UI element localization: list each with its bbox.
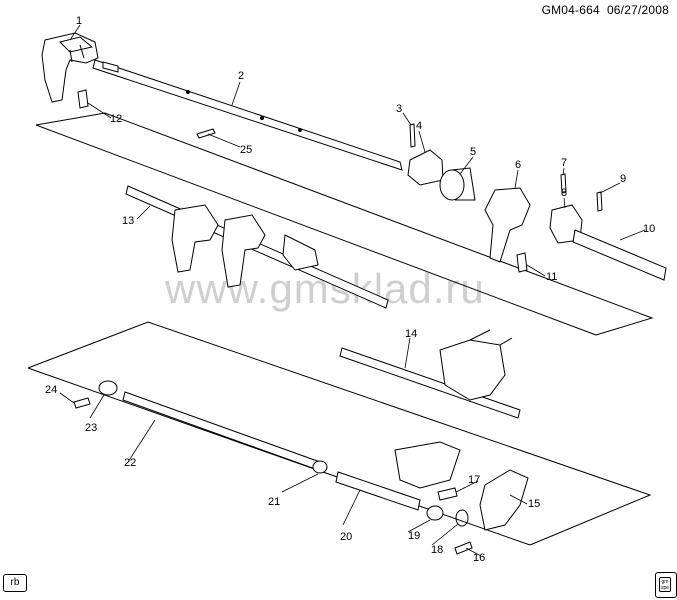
part-4-lug (407, 149, 444, 186)
part-3-pin (409, 123, 416, 148)
leader-lines (59, 24, 646, 557)
part-19-bushing (426, 505, 444, 521)
callout-20: 20 (340, 531, 352, 543)
part-17-block (437, 487, 458, 501)
callout-24: 24 (45, 384, 57, 396)
callout-2: 2 (238, 70, 244, 82)
part-14-shift-shaft (339, 329, 521, 419)
callout-3: 3 (396, 103, 402, 115)
callout-13: 13 (122, 215, 134, 227)
callout-labels: 1 2 3 4 5 6 7 8 9 10 11 12 13 14 15 16 1… (45, 15, 655, 564)
callout-18: 18 (431, 544, 443, 556)
diagram-ref-number: GM04-664 (541, 3, 600, 17)
part-5-interlock (439, 167, 476, 201)
callout-1: 1 (76, 15, 82, 27)
callout-10: 10 (643, 223, 655, 235)
part-24-pin (73, 397, 91, 409)
callout-22: 22 (124, 457, 136, 469)
part-16-pin (454, 541, 473, 555)
part-10-rail (572, 229, 667, 281)
callout-11: 11 (546, 271, 557, 283)
diagram-date: 06/27/2008 (606, 3, 669, 17)
callout-17: 17 (468, 474, 480, 486)
part-11-block (516, 252, 528, 273)
callout-15: 15 (528, 498, 540, 510)
part-20-shift-shaft (335, 441, 461, 511)
callout-16: 16 (473, 552, 485, 564)
part-13-shift-shaft-assembly (125, 185, 389, 309)
rb-tag: rb (3, 574, 27, 592)
part-15-shift-fork (479, 469, 529, 531)
callout-14: 14 (405, 328, 417, 340)
callout-23: 23 (85, 422, 97, 434)
callout-6: 6 (515, 159, 521, 171)
callout-21: 21 (268, 496, 280, 508)
gm-spe-logo-inner: gm spe (659, 577, 671, 592)
upper-plane-outline (35, 112, 654, 336)
part-1-shift-fork (41, 32, 99, 103)
callout-25: 25 (240, 144, 252, 156)
callout-4: 4 (416, 120, 422, 132)
callout-9: 9 (620, 173, 626, 185)
callout-12: 12 (110, 113, 122, 125)
callout-8: 8 (561, 187, 567, 199)
callout-7: 7 (561, 157, 567, 169)
part-23-collar (98, 380, 118, 396)
callout-19: 19 (408, 530, 420, 542)
part-7-pin (560, 173, 567, 194)
lower-plane-outline (27, 321, 652, 546)
part-25-pin (196, 128, 216, 139)
part-12-block (77, 89, 89, 109)
part-6-shift-fork (484, 187, 531, 263)
diagram-reference-header: GM04-664 06/27/2008 (542, 3, 669, 17)
part-18-snap-ring (455, 509, 469, 527)
part-2-shift-rail (92, 59, 403, 171)
gm-spe-logo: gm spe (655, 572, 677, 598)
part-21-bushing (312, 460, 328, 474)
part-22-rail (122, 391, 321, 471)
callout-5: 5 (470, 146, 476, 158)
part-9-pin (596, 191, 603, 212)
